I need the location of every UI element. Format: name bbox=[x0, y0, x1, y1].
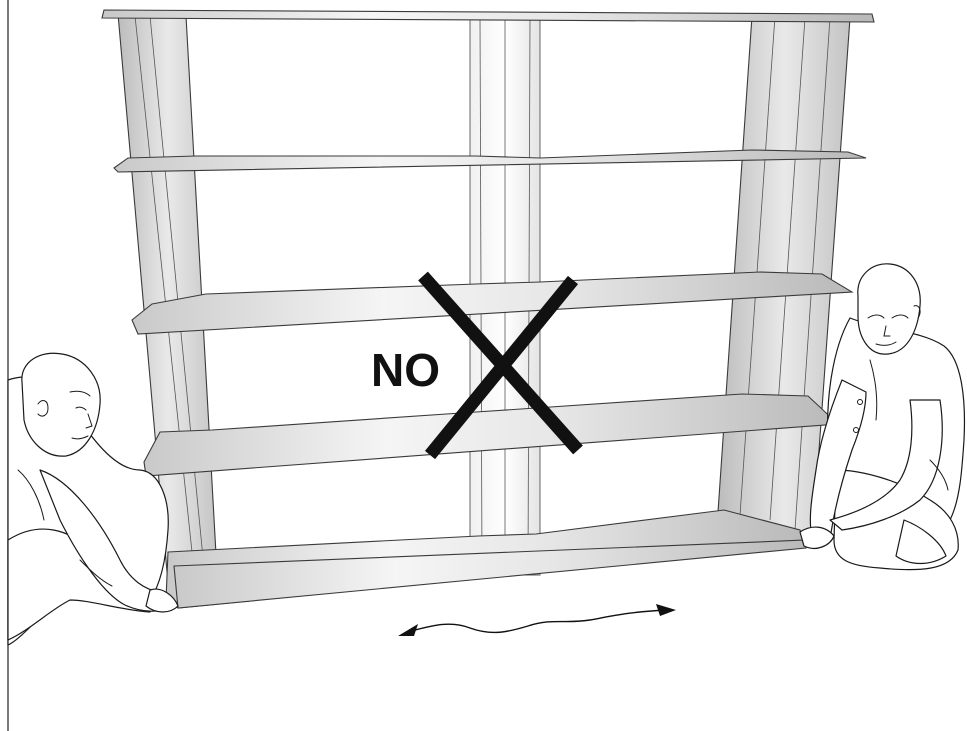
shelf-top bbox=[102, 10, 874, 22]
bookshelf bbox=[102, 10, 874, 608]
double-headed-wavy-arrow-icon bbox=[398, 604, 676, 636]
no-label: NO bbox=[371, 344, 440, 396]
